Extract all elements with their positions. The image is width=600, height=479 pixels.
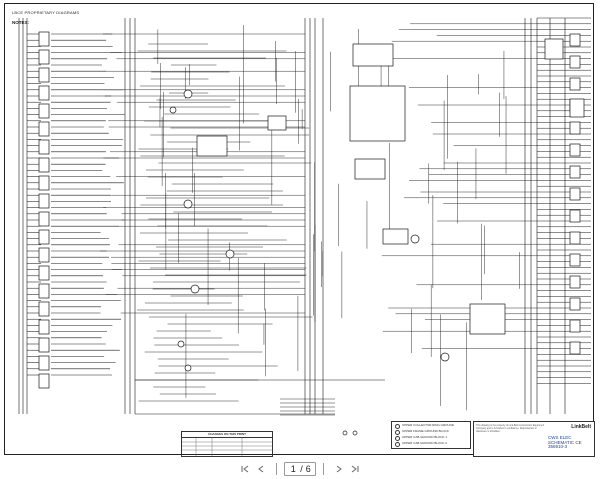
- component-block: [38, 67, 50, 83]
- component-block: [38, 247, 50, 263]
- component-block: [569, 341, 581, 355]
- connector-symbol: [177, 340, 185, 348]
- last-page-icon[interactable]: [349, 463, 361, 475]
- component-block: [38, 31, 50, 47]
- component-block: [569, 55, 581, 69]
- component-block: [38, 103, 50, 119]
- toolbar-divider: [276, 463, 278, 475]
- ground-legend-item: UPPER CAB GROUND BLOCK 2: [392, 440, 470, 447]
- component-block: [569, 209, 581, 223]
- page-separator: /: [300, 464, 303, 474]
- connector-symbol: [183, 89, 193, 99]
- brand-logo: LinkBelt: [571, 424, 591, 430]
- component-block: [569, 275, 581, 289]
- component-block: [38, 211, 50, 227]
- component-block: [38, 193, 50, 209]
- first-page-icon[interactable]: [239, 463, 251, 475]
- component-block: [38, 373, 50, 389]
- component-block: [569, 297, 581, 311]
- drawing-number: 356910-3: [548, 444, 568, 449]
- connector-symbol: [342, 430, 348, 436]
- sheet-header: LBCE PROPRIETARY DIAGRAMS: [12, 10, 80, 15]
- drawing-title: CWS ELEC SCHEMATIC CE: [548, 435, 582, 445]
- total-pages: 6: [305, 464, 311, 474]
- page-navigator[interactable]: 1 / 6: [284, 462, 316, 476]
- next-page-icon[interactable]: [333, 463, 345, 475]
- component-block: [569, 231, 581, 245]
- component-block: [569, 33, 581, 47]
- wiring-diagram: [18, 17, 591, 436]
- component-block: [569, 253, 581, 267]
- notes-label: NOTES:: [12, 20, 30, 25]
- component-block: [569, 319, 581, 333]
- connector-symbol: [169, 106, 177, 114]
- connector-symbol: [225, 249, 235, 259]
- connector-symbol: [183, 199, 193, 209]
- component-block: [569, 77, 581, 91]
- legal-notice: This drawing is the property of Link-Bel…: [476, 424, 545, 433]
- toolbar-divider: [322, 463, 324, 475]
- schematic-sheet: LBCE PROPRIETARY DIAGRAMS NOTES: CHANGES…: [4, 3, 595, 457]
- component-block: [569, 121, 581, 135]
- connector-symbol: [184, 364, 192, 372]
- ground-legend-item: UPPER CAB GROUND BLOCK 1: [392, 434, 470, 441]
- component-block: [267, 115, 287, 131]
- current-page-input[interactable]: 1: [290, 464, 296, 474]
- component-block: [38, 283, 50, 299]
- component-block: [38, 265, 50, 281]
- component-block: [352, 43, 394, 67]
- component-block: [38, 337, 50, 353]
- title-block: This drawing is the property of Link-Bel…: [473, 421, 595, 457]
- component-block: [569, 165, 581, 179]
- previous-page-icon[interactable]: [255, 463, 267, 475]
- viewer-toolbar: 1 / 6: [0, 459, 600, 479]
- component-block: [349, 85, 406, 142]
- component-block: [569, 143, 581, 157]
- component-block: [382, 228, 409, 245]
- revision-table: CHANGES ON THIS PRINT: [181, 431, 273, 457]
- ground-legend-item: UPPER FRAME GROUND BLOCK: [392, 428, 470, 435]
- component-block: [38, 121, 50, 137]
- revision-table-grid: [182, 438, 272, 456]
- component-block: [569, 187, 581, 201]
- component-block: [38, 157, 50, 173]
- component-block: [38, 301, 50, 317]
- component-block: [354, 158, 386, 180]
- revision-table-title: CHANGES ON THIS PRINT: [182, 432, 272, 438]
- component-block: [38, 175, 50, 191]
- component-block: [38, 355, 50, 371]
- connector-symbol: [352, 430, 358, 436]
- component-block: [469, 303, 506, 335]
- component-block: [38, 139, 50, 155]
- component-block: [38, 49, 50, 65]
- ground-legend: UPPER COLLECTOR RING GROUND UPPER FRAME …: [391, 421, 471, 449]
- component-block: [38, 229, 50, 245]
- component-block: [196, 135, 228, 157]
- connector-symbol: [190, 284, 200, 294]
- component-block: [38, 85, 50, 101]
- component-block: [569, 98, 585, 118]
- ground-legend-item: UPPER COLLECTOR RING GROUND: [392, 422, 470, 429]
- component-block: [544, 38, 564, 60]
- component-block: [38, 319, 50, 335]
- connector-symbol: [410, 234, 420, 244]
- connector-symbol: [440, 352, 450, 362]
